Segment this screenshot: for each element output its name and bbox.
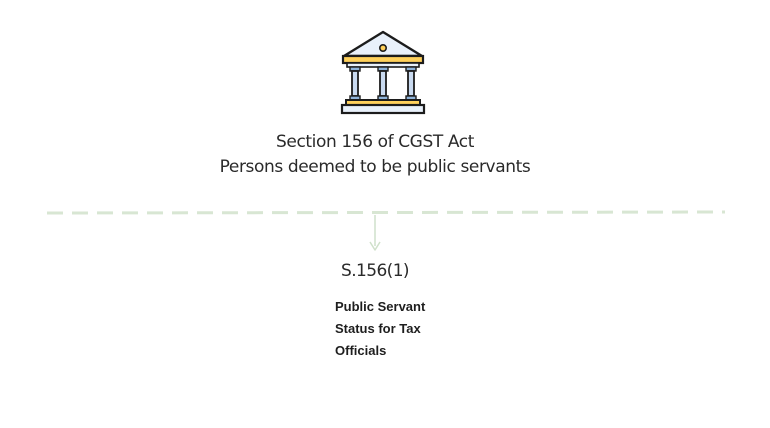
description-line: Officials — [335, 343, 387, 358]
dashed-divider-line — [46, 210, 726, 215]
root-subtitle: Persons deemed to be public servants — [219, 157, 531, 177]
root-node-title: Section 156 of CGST Act Persons deemed t… — [185, 130, 565, 180]
root-title-line-1: Section 156 of CGST Act — [276, 132, 474, 152]
child-node-label: S.156(1) — [341, 261, 410, 281]
courthouse-icon — [338, 28, 428, 120]
arrow-head-icon — [369, 241, 381, 251]
description-line: Public Servant — [335, 299, 426, 314]
connector-layer — [46, 210, 726, 251]
child-node-description: Public Servant Status for Tax Officials — [335, 296, 475, 362]
description-line: Status for Tax — [335, 321, 421, 336]
